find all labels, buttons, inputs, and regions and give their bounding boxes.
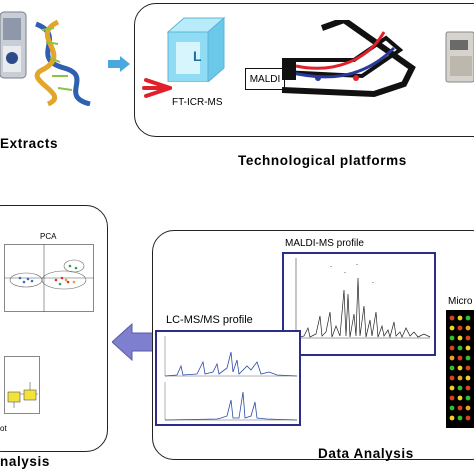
- plot-label: ot: [0, 424, 7, 433]
- box-plot: [4, 356, 40, 414]
- data-analysis-label: Data Analysis: [318, 446, 414, 461]
- technological-platforms-label: Technological platforms: [238, 153, 407, 168]
- lc-ms-ms-profile-label: LC-MS/MS profile: [166, 314, 253, 326]
- micro-label: Micro: [448, 296, 473, 307]
- svg-text:-: -: [356, 262, 358, 268]
- microarray-image: [446, 310, 474, 428]
- pca-plot: [4, 244, 94, 312]
- mass-spectrometer-image: [440, 26, 474, 86]
- red-arrow-marker-icon: [142, 76, 176, 100]
- maldi-box: MALDI: [245, 68, 285, 90]
- maldi-ms-profile-plot: - - - -: [282, 252, 436, 356]
- pca-title: PCA: [40, 232, 57, 241]
- maldi-ms-profile-label: MALDI-MS profile: [285, 238, 364, 249]
- lc-ms-ms-profile-plot: [155, 330, 301, 426]
- dna-helix-image: [28, 18, 100, 106]
- svg-text:-: -: [330, 264, 332, 270]
- ft-icr-ms-letter: L: [193, 48, 202, 64]
- maldi-tof-device: [282, 20, 422, 110]
- ft-icr-ms-label: FT-ICR-MS: [172, 97, 223, 108]
- statistical-analysis-panel: [0, 205, 108, 452]
- extracts-label: Extracts: [0, 136, 59, 151]
- maldi-label: MALDI: [249, 73, 281, 85]
- analysis-label: nalysis: [0, 454, 50, 469]
- svg-text:-: -: [372, 280, 374, 286]
- svg-text:-: -: [344, 270, 346, 276]
- sample-device-image: [0, 10, 30, 82]
- right-arrow-icon: [108, 56, 130, 72]
- ft-icr-ms-device: [158, 16, 228, 82]
- left-arrow-icon: [112, 322, 156, 362]
